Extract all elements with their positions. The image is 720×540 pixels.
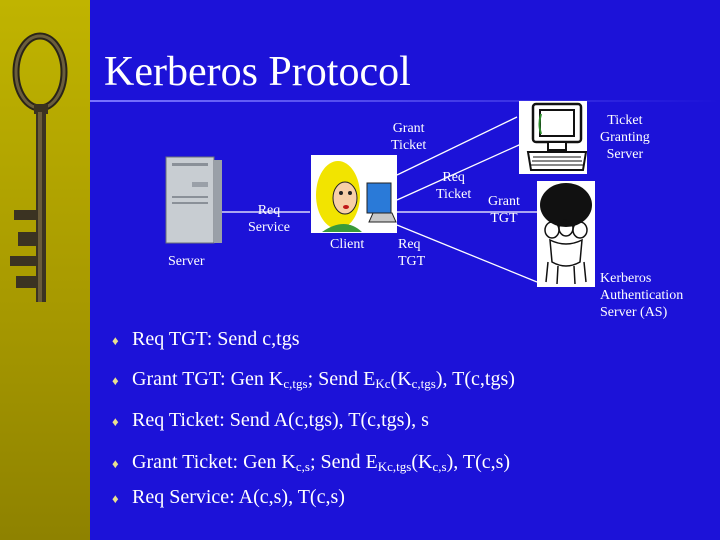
label-client: Client	[330, 237, 365, 252]
bullet-text: Req TGT: Send c,tgs	[132, 328, 300, 350]
line-client-as-lower	[396, 224, 538, 283]
key-icon	[10, 32, 68, 302]
line-client-tgs-lower	[396, 139, 531, 201]
bullet-marker-icon: ♦	[112, 333, 119, 348]
bullet-marker-icon: ♦	[112, 414, 119, 429]
bullet-marker-icon: ♦	[112, 456, 119, 471]
bullet-text: Grant TGT: Gen Kc,tgs; Send EKc(Kc,tgs),…	[132, 368, 515, 391]
client-icon	[311, 155, 397, 233]
bullet-text: Grant Ticket: Gen Kc,s; Send EKc,tgs(Kc,…	[132, 451, 511, 474]
bullet-marker-icon: ♦	[112, 373, 119, 388]
page-title: Kerberos Protocol	[104, 49, 411, 95]
cerberus-icon	[537, 181, 595, 287]
bullet-text: Req Service: A(c,s), T(c,s)	[132, 486, 345, 508]
line-client-tgs-upper	[396, 116, 518, 176]
server-icon	[165, 156, 222, 244]
title-underline	[90, 100, 720, 102]
tgs-computer-icon	[519, 101, 588, 174]
bullet-text: Req Ticket: Send A(c,tgs), T(c,tgs), s	[132, 409, 429, 431]
bullet-marker-icon: ♦	[112, 491, 119, 506]
label-server: Server	[168, 254, 205, 269]
